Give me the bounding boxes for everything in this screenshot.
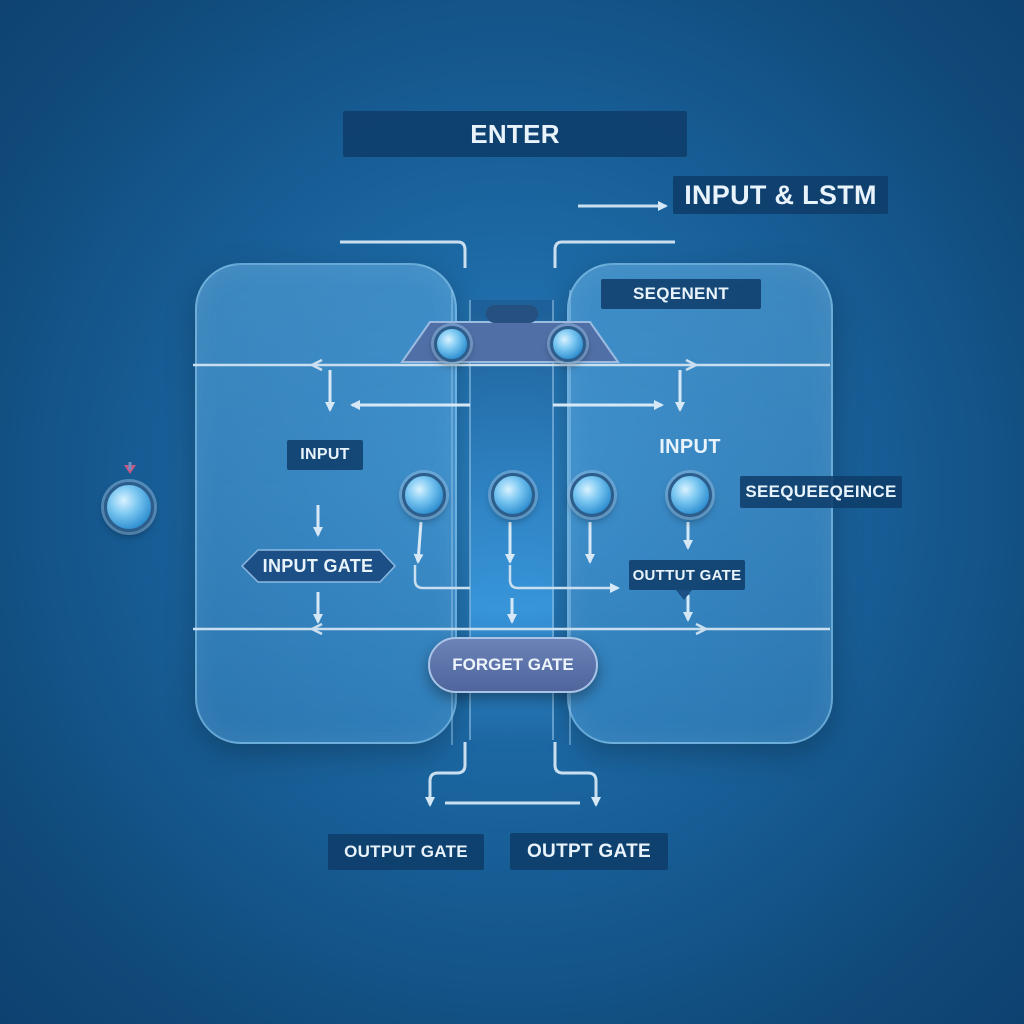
input-label-left: INPUT — [287, 440, 363, 470]
top-bracket-right — [553, 240, 675, 268]
seqenent-label: SEQENENT — [601, 279, 761, 309]
gate-node-3 — [570, 473, 614, 517]
seequeeqeince-label: SEEQUEEQEINCE — [740, 476, 902, 508]
top-node-right — [550, 326, 586, 362]
forget-gate-pill: FORGET GATE — [428, 637, 598, 693]
input-label-right: INPUT — [659, 435, 721, 458]
outtut-gate-label: OUTTUT GATE — [629, 560, 745, 590]
enter-label: ENTER — [343, 111, 687, 157]
input-gate-shape — [240, 549, 397, 583]
gate-node-2 — [491, 473, 535, 517]
gate-node-4 — [668, 473, 712, 517]
outpt-gate-label: OUTPT GATE — [510, 833, 668, 870]
gate-node-1 — [402, 473, 446, 517]
output-gate-label: OUTPUT GATE — [328, 834, 484, 870]
bottom-bracket-left — [425, 742, 467, 807]
input-lstm-label: INPUT & LSTM — [673, 176, 888, 214]
top-node-left — [434, 326, 470, 362]
bottom-bracket-right — [553, 742, 601, 807]
outer-input-node — [104, 482, 154, 532]
top-bracket-left — [340, 240, 467, 268]
input-gate-label: INPUT GATE — [262, 556, 374, 576]
